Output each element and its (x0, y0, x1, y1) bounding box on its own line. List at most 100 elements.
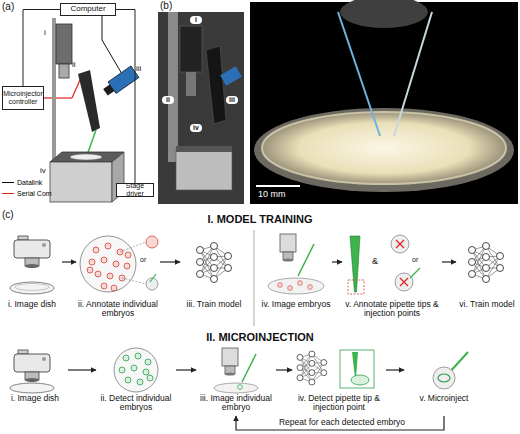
legend-entry: Datalink (2, 178, 42, 187)
art-rect (176, 150, 232, 190)
label: i (44, 28, 46, 37)
setup-photo (158, 12, 244, 204)
step: vi. Train model (456, 232, 518, 328)
art-ellipse (340, 0, 428, 28)
art-circle (119, 367, 125, 373)
art-use (297, 351, 327, 385)
label: iv (40, 166, 46, 175)
art-circle (125, 377, 131, 383)
art-ellipse (351, 375, 369, 385)
art-circle (123, 355, 129, 361)
controller-box: Microinjector controller (2, 86, 44, 110)
legend-text: Serial Com (17, 189, 52, 198)
art-g (119, 353, 153, 385)
art-use (280, 234, 296, 262)
art-polygon (206, 46, 226, 124)
art-circle (114, 348, 158, 392)
flow-arrow (176, 369, 196, 370)
node-text: i. Image dish (2, 300, 62, 309)
node-text: Microinjector controller (3, 90, 43, 105)
data-link (23, 10, 60, 87)
step: v. Annotate pipette tips & injection poi… (342, 232, 442, 328)
art-circle (391, 235, 409, 253)
node-text: v. Microinject (404, 394, 484, 403)
art-line (44, 97, 72, 98)
art-ellipse (262, 112, 506, 184)
art-rect (176, 146, 232, 152)
step: v. Microinject (404, 346, 484, 416)
art-g (278, 281, 313, 291)
art-circle (143, 369, 149, 375)
step: iv. Image embryos (260, 232, 332, 328)
art-ellipse (15, 284, 49, 291)
art-circle (87, 267, 93, 273)
art-rect (59, 64, 69, 78)
callout-number: i (190, 16, 202, 24)
injection-icons (10, 348, 468, 393)
node-text: iii. Image individual embryo (196, 394, 276, 413)
art-rect (250, 2, 518, 204)
art-circle (125, 252, 131, 258)
art-use (197, 243, 232, 283)
step: i. Image dish (2, 232, 62, 328)
art-rect (340, 350, 374, 388)
top-camera (56, 24, 72, 64)
art-circle (89, 259, 95, 265)
section-heading: II. MICROINJECTION (160, 331, 360, 344)
art-ellipse (438, 374, 450, 382)
flow-arrow (62, 261, 76, 262)
step: ii. Annotate individual embryos (76, 232, 160, 328)
callout-number: iii (226, 96, 238, 104)
art-line (242, 354, 256, 382)
petri-dish-photo (250, 0, 518, 204)
art-circle (135, 353, 141, 359)
step: ii. Detect individual embryos (96, 346, 176, 416)
art-circle (113, 261, 119, 267)
side-camera (101, 66, 139, 98)
art-line (298, 244, 314, 276)
edge-label: Repeat for each detected embryo (262, 418, 422, 427)
art-g (23, 10, 456, 431)
label: (a) (2, 1, 14, 13)
node-text: v. Annotate pipette tips & injection poi… (342, 300, 442, 319)
flow-arrow (68, 369, 96, 370)
step: i. Image dish (2, 346, 68, 416)
art-path (400, 278, 408, 286)
manipulator (78, 70, 100, 132)
node-text: iii. Train model (180, 300, 248, 309)
art-circle (433, 367, 455, 389)
section-heading: I. MODEL TRAINING (160, 213, 360, 226)
art-circle (105, 243, 111, 249)
art-line (102, 40, 122, 74)
art-rect (103, 84, 114, 95)
driver-box: Stage driver (116, 183, 154, 197)
legend-entry: Serial Com (2, 189, 52, 198)
art-rect (348, 280, 364, 294)
art-circle (278, 283, 283, 288)
art-use (14, 236, 50, 268)
art-line (338, 12, 380, 136)
step: iv. Detect pipette tip & injection point (292, 346, 386, 416)
training-icons (10, 230, 504, 326)
scale-bar (256, 185, 300, 187)
art-use (14, 350, 50, 382)
label: ii (72, 60, 76, 69)
node-text: Stage driver (117, 182, 153, 197)
flow-arrow (236, 416, 444, 430)
node-text: iv. Image embryos (260, 300, 332, 309)
art-circle (288, 286, 293, 291)
art-line (254, 230, 255, 326)
art-circle (395, 273, 413, 291)
art-use (469, 243, 504, 283)
art-circle (111, 285, 117, 291)
art-circle (95, 271, 101, 277)
step: iii. Train model (180, 232, 248, 328)
node-text: Computer (70, 5, 105, 14)
art-rect (220, 66, 242, 85)
art-rect (180, 26, 202, 72)
flow-arrow (442, 261, 456, 262)
art-circle (308, 285, 313, 290)
node-text: vi. Train model (456, 300, 518, 309)
art-circle (298, 281, 303, 286)
art-rect (52, 18, 56, 168)
